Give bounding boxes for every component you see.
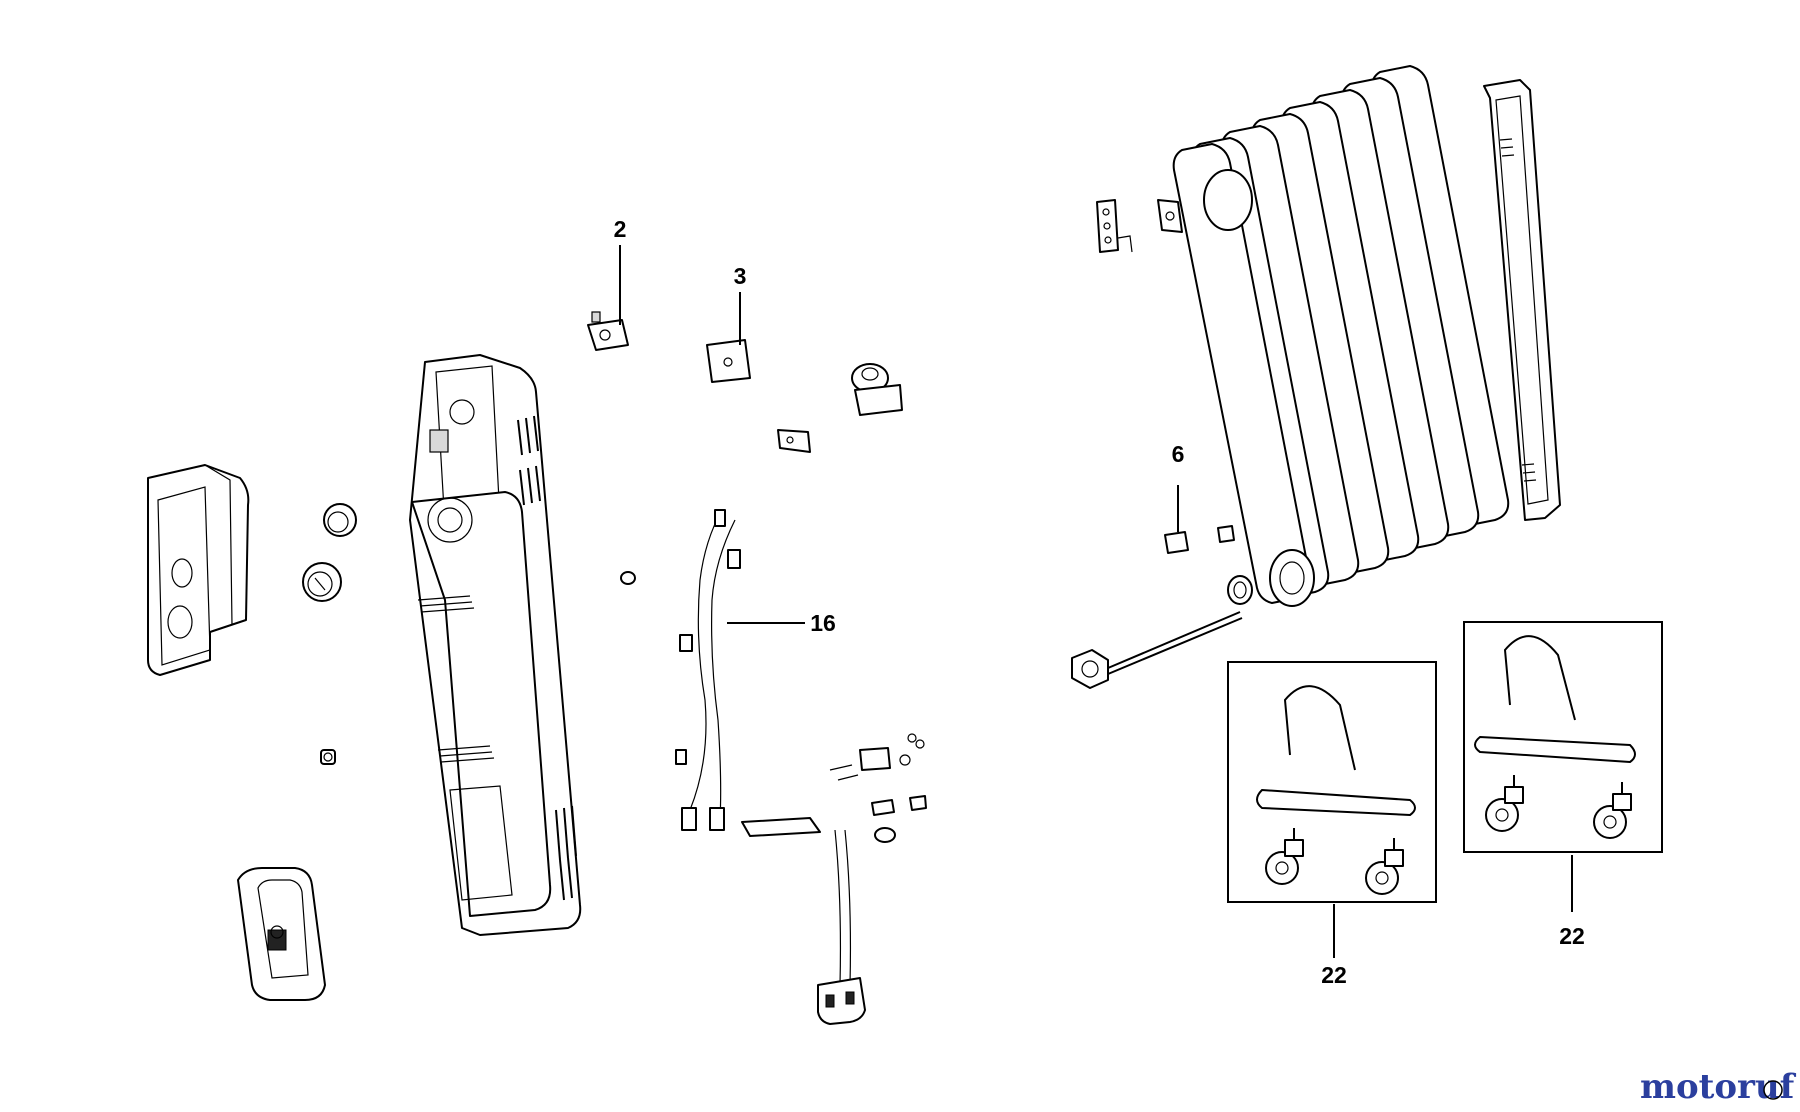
caster-wheel [1485,775,1524,832]
copyright-icon [1763,1080,1783,1100]
caster-wheel [1593,782,1632,839]
caster-kit-box-1 [1227,661,1437,903]
caster-wheel [1265,828,1304,885]
power-cord [834,829,852,986]
control-panel-cover [147,464,250,676]
thermostat-knob [323,503,357,537]
cable-clamp [741,817,821,837]
indicator-lamp [320,749,336,765]
grommet [874,827,896,843]
switch-bracket [587,311,629,351]
watermark-logo: motoruf [1640,1067,1797,1107]
callout-16: 16 [810,610,836,636]
side-end-plate [1483,79,1561,521]
housing-vent-slots [517,415,577,901]
mounting-bracket-right [1157,199,1183,233]
small-plate [777,429,811,453]
callout-3: 3 [734,263,747,289]
heating-element [1071,575,1253,689]
wiring-harness [675,509,741,831]
caster-kit-box-2 [1463,621,1663,853]
callout-leaders [619,245,1573,958]
cable-tie [871,795,927,816]
callout-22-right: 22 [1559,923,1585,949]
small-screw [620,571,636,585]
mounting-bracket-left [1096,199,1133,253]
thermal-fuse [1164,525,1235,554]
mains-plug [817,977,866,1025]
callout-6: 6 [1172,441,1185,467]
callout-2: 2 [614,216,627,242]
side-handle-cover [237,867,326,1001]
rocker-switch [706,339,751,383]
radiator-fins [1172,65,1510,607]
power-knob [302,562,342,602]
control-housing [409,354,582,936]
callout-22-left: 22 [1321,962,1347,988]
terminal-block [829,733,925,781]
thermostat [851,363,903,416]
caster-wheel [1365,838,1404,895]
